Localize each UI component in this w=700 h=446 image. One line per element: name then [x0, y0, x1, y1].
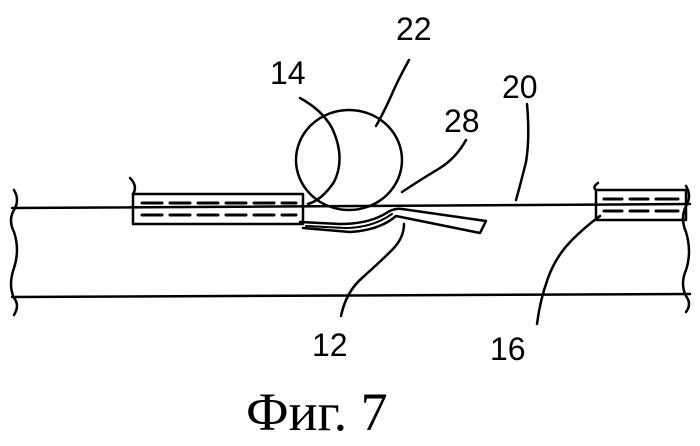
label-16: 16 — [490, 331, 526, 367]
leader-12 — [341, 224, 404, 316]
flap-element — [300, 209, 486, 233]
label-28: 28 — [444, 103, 480, 139]
right-stent-segment — [594, 183, 686, 220]
label-22: 22 — [396, 11, 432, 47]
label-12: 12 — [312, 327, 348, 363]
leader-28 — [402, 140, 466, 192]
ring-element — [296, 110, 402, 210]
leader-16 — [537, 216, 600, 324]
tube-bottom-wall — [12, 294, 690, 297]
left-stent-segment — [130, 178, 303, 224]
leader-20 — [516, 104, 528, 200]
label-14: 14 — [270, 55, 306, 91]
figure-caption: Фиг. 7 — [246, 382, 388, 442]
leader-22 — [376, 60, 409, 126]
label-20: 20 — [502, 69, 538, 105]
tube-top-wall — [12, 204, 690, 208]
